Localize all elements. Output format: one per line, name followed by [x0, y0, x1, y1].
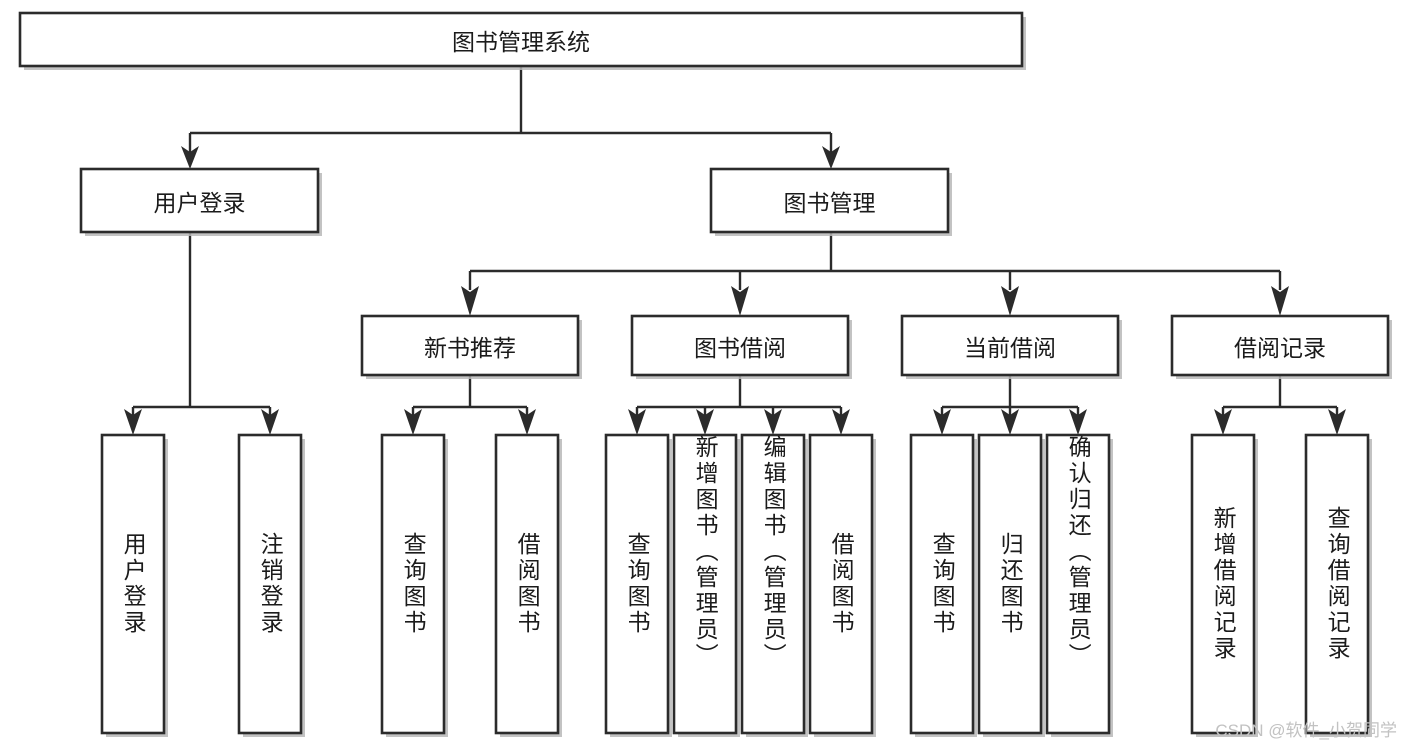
- leaf-add-record-box[interactable]: [1190, 433, 1256, 735]
- arrowhead-group: [124, 146, 1346, 435]
- current-borrow-box[interactable]: [900, 314, 1120, 377]
- leaf-add-book-box[interactable]: [672, 433, 738, 735]
- arrowhead-current-borrow: [1001, 286, 1019, 316]
- arrowhead-leaf-confirm-return: [1069, 409, 1087, 435]
- csdn-watermark: CSDN @软件_小贺同学: [1215, 721, 1397, 740]
- leaf-borrow-book-1-box[interactable]: [494, 433, 560, 735]
- arrowhead-user-login: [181, 146, 199, 169]
- arrowhead-book-borrow: [731, 286, 749, 316]
- arrowhead-new-book-recommend: [461, 286, 479, 316]
- arrowhead-leaf-query-book-2: [628, 409, 646, 435]
- arrowhead-leaf-query-record: [1328, 409, 1346, 435]
- borrow-record-box[interactable]: [1170, 314, 1390, 377]
- root-box[interactable]: [18, 11, 1024, 68]
- arrowhead-leaf-borrow-book-1: [518, 409, 536, 435]
- arrowhead-leaf-add-record: [1214, 409, 1232, 435]
- leaf-confirm-return-box[interactable]: [1045, 433, 1111, 735]
- arrowhead-leaf-borrow-book-2: [832, 409, 850, 435]
- arrowhead-leaf-query-book-3: [933, 409, 951, 435]
- leaf-query-record-box[interactable]: [1304, 433, 1370, 735]
- leaf-logout-login-box[interactable]: [237, 433, 303, 735]
- leaf-borrow-book-2-box[interactable]: [808, 433, 874, 735]
- arrowhead-book-management: [822, 146, 840, 169]
- leaf-query-book-2-box[interactable]: [604, 433, 670, 735]
- leaf-return-book-box[interactable]: [977, 433, 1043, 735]
- user-login-box[interactable]: [79, 167, 320, 234]
- arrowhead-leaf-query-book-1: [404, 409, 422, 435]
- leaf-user-login-box[interactable]: [100, 433, 166, 735]
- arrowhead-leaf-return-book: [1001, 409, 1019, 435]
- arrowhead-leaf-logout-login: [261, 409, 279, 435]
- arrowhead-leaf-add-book: [696, 409, 714, 435]
- book-management-box[interactable]: [709, 167, 950, 234]
- leaf-query-book-1-box[interactable]: [380, 433, 446, 735]
- arrowhead-leaf-user-login: [124, 409, 142, 435]
- leaf-query-book-3-box[interactable]: [909, 433, 975, 735]
- node-box-group: [18, 11, 1392, 737]
- arrowhead-borrow-record: [1271, 286, 1289, 316]
- leaf-edit-book-box[interactable]: [740, 433, 806, 735]
- new-book-recommend-box[interactable]: [360, 314, 580, 377]
- arrowhead-leaf-edit-book: [764, 409, 782, 435]
- book-borrow-box[interactable]: [630, 314, 850, 377]
